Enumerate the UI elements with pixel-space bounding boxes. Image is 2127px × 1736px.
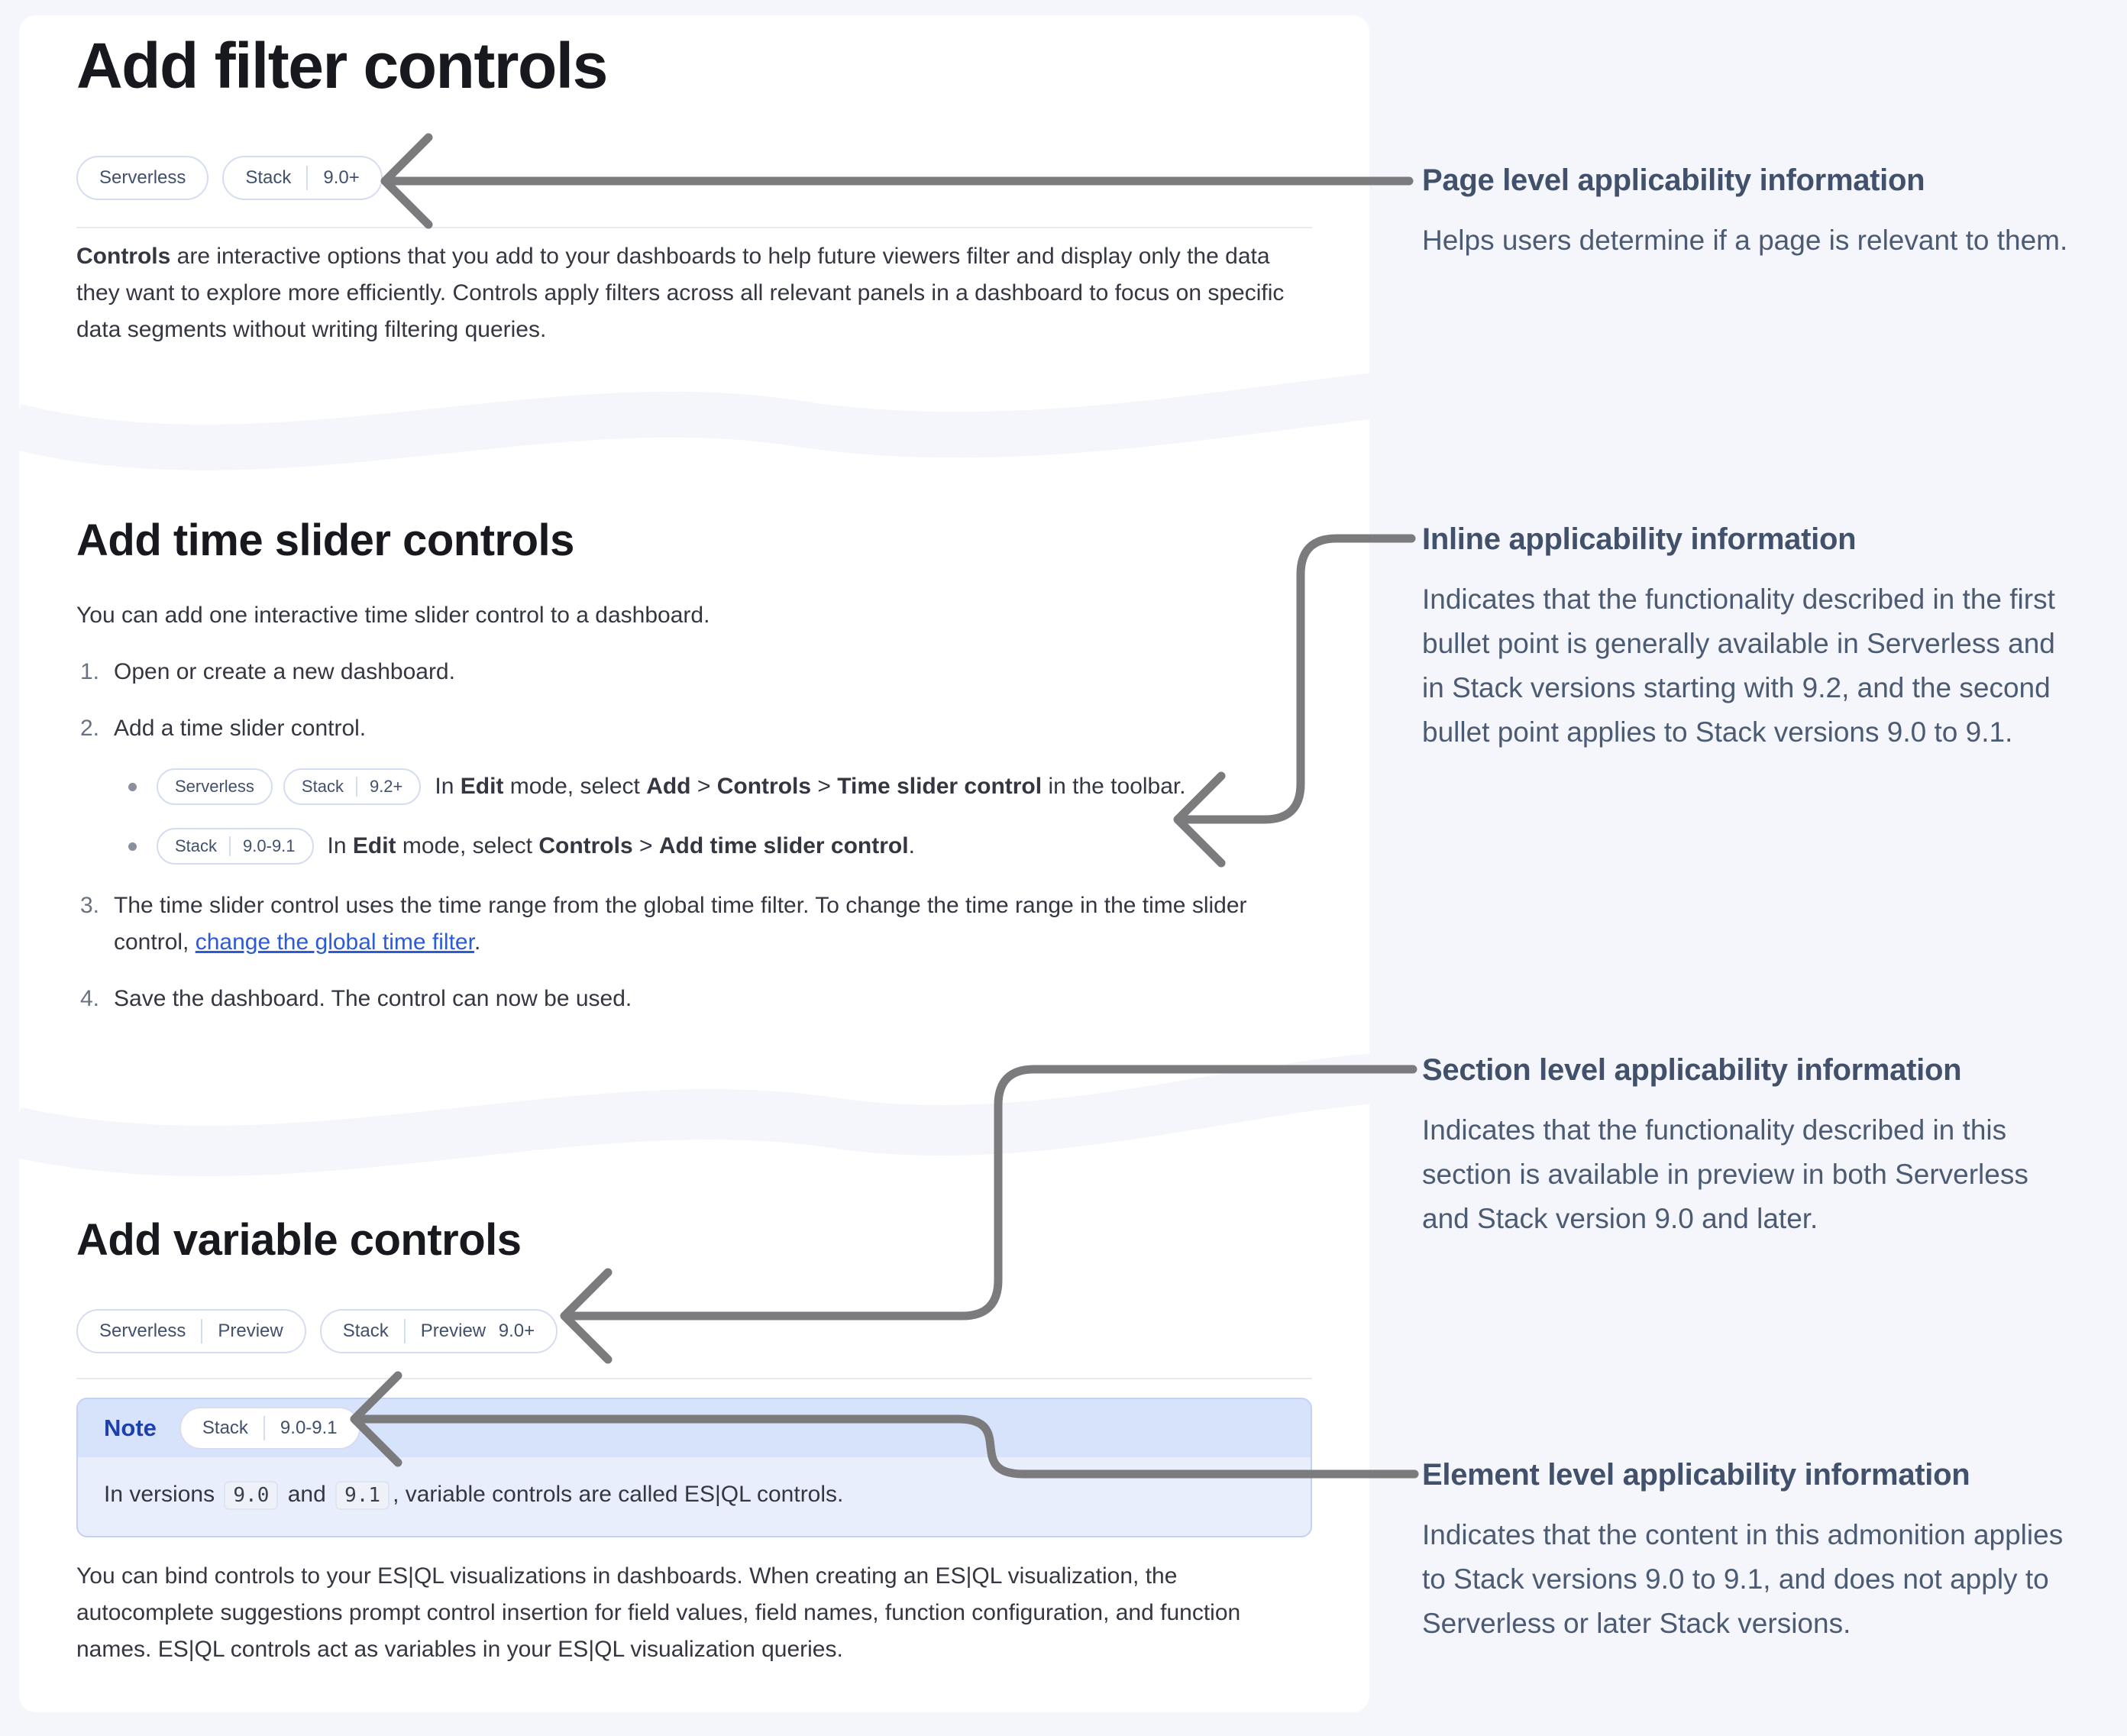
stack-version-badge: Stack 9.0-9.1 — [157, 828, 314, 865]
note-admonition: Note Stack 9.0-9.1 In versions 9.0 and 9… — [76, 1398, 1312, 1537]
badge-version: 9.0-9.1 — [243, 836, 296, 855]
code-version: 9.1 — [335, 1481, 390, 1510]
time-slider-intro: You can add one interactive time slider … — [76, 603, 710, 628]
annotation-title-element-level: Element level applicability information — [1422, 1458, 1970, 1492]
badge-separator — [306, 166, 309, 190]
badge-status: Preview — [218, 1321, 283, 1341]
step-text: Save the dashboard. The control can now … — [114, 986, 632, 1011]
badge-label: Serverless — [175, 777, 254, 796]
global-time-filter-link[interactable]: change the global time filter — [195, 929, 474, 955]
esql-paragraph: You can bind controls to your ES|QL visu… — [76, 1563, 1241, 1662]
page-applicability-badges: Serverless Stack 9.0+ — [76, 156, 383, 200]
section-applicability-badges: Serverless Preview Stack Preview 9.0+ — [76, 1309, 558, 1353]
step-number: 2. — [80, 716, 100, 741]
badge-label: Stack — [342, 1321, 389, 1341]
annotation-title-page-level: Page level applicability information — [1422, 163, 1925, 197]
badge-version: 9.0-9.1 — [280, 1418, 338, 1438]
badge-label: Stack — [202, 1418, 248, 1438]
step-number: 3. — [80, 893, 100, 918]
badge-label: Stack — [301, 777, 344, 796]
stack-version-badge: Stack 9.0-9.1 — [179, 1407, 360, 1450]
bullet-text: In Edit mode, select Add > Controls > Ti… — [435, 774, 1186, 799]
step-1: 1. Open or create a new dashboard. — [80, 654, 1295, 690]
badge-separator — [201, 1319, 203, 1343]
annotation-title-inline: Inline applicability information — [1422, 522, 1857, 556]
annotation-body-section-level: Indicates that the functionality describ… — [1422, 1114, 2028, 1234]
annotation-body-element-level: Indicates that the content in this admon… — [1422, 1519, 2064, 1639]
annotation-title-section-level: Section level applicability information — [1422, 1053, 1962, 1087]
badge-label: Stack — [175, 836, 218, 855]
step-number: 4. — [80, 986, 100, 1011]
bullet-icon — [128, 782, 137, 791]
badge-separator — [263, 1416, 265, 1440]
badge-separator — [229, 836, 231, 856]
badge-version: 9.0+ — [323, 167, 360, 188]
note-body: In versions 9.0 and 9.1, variable contro… — [78, 1457, 1311, 1536]
badge-label: Stack — [245, 167, 292, 188]
step-4: 4. Save the dashboard. The control can n… — [80, 981, 1295, 1017]
step-2: 2. Add a time slider control. — [80, 710, 1295, 747]
badge-label: Serverless — [99, 1321, 186, 1341]
intro-paragraph: Controls are interactive options that yo… — [76, 238, 1306, 348]
badge-separator — [403, 1319, 406, 1343]
annotation-body-inline: Indicates that the functionality describ… — [1422, 584, 2055, 748]
page-title: Add filter controls — [76, 30, 608, 102]
stack-version-badge: Stack 9.0+ — [222, 156, 383, 200]
badge-label: Serverless — [99, 167, 186, 188]
bullet-text: In Edit mode, select Controls > Add time… — [327, 833, 915, 858]
badge-status-version: Preview 9.0+ — [420, 1321, 535, 1341]
step-3: 3. The time slider control uses the time… — [80, 887, 1302, 961]
section-title-time-slider: Add time slider controls — [76, 516, 574, 565]
badge-version: 9.2+ — [369, 777, 403, 796]
bullet-serverless-stack: Serverless Stack 9.2+ In Edit mode, sele… — [128, 768, 1186, 805]
serverless-preview-badge: Serverless Preview — [76, 1309, 306, 1353]
stack-preview-version-badge: Stack Preview 9.0+ — [319, 1309, 558, 1353]
bullet-stack-legacy: Stack 9.0-9.1 In Edit mode, select Contr… — [128, 828, 915, 865]
stack-version-badge: Stack 9.2+ — [283, 768, 422, 805]
badge-separator — [355, 777, 357, 797]
section-title-variable: Add variable controls — [76, 1215, 522, 1265]
annotation-body-page-level: Helps users determine if a page is relev… — [1422, 225, 2068, 256]
step-number: 1. — [80, 659, 100, 684]
section-divider — [76, 1378, 1312, 1379]
serverless-badge: Serverless — [157, 768, 273, 805]
serverless-badge: Serverless — [76, 156, 209, 200]
paragraph-text: are interactive options that you add to … — [76, 244, 1285, 342]
code-version: 9.0 — [224, 1481, 279, 1510]
step-text: Add a time slider control. — [114, 716, 367, 741]
step-text: Open or create a new dashboard. — [114, 659, 455, 684]
bold-lead: Controls — [76, 244, 171, 269]
section-divider — [76, 227, 1312, 228]
step-text: The time slider control uses the time ra… — [114, 893, 1247, 955]
bullet-icon — [128, 842, 137, 851]
note-header: Note Stack 9.0-9.1 — [78, 1399, 1311, 1457]
note-label: Note — [104, 1414, 157, 1441]
